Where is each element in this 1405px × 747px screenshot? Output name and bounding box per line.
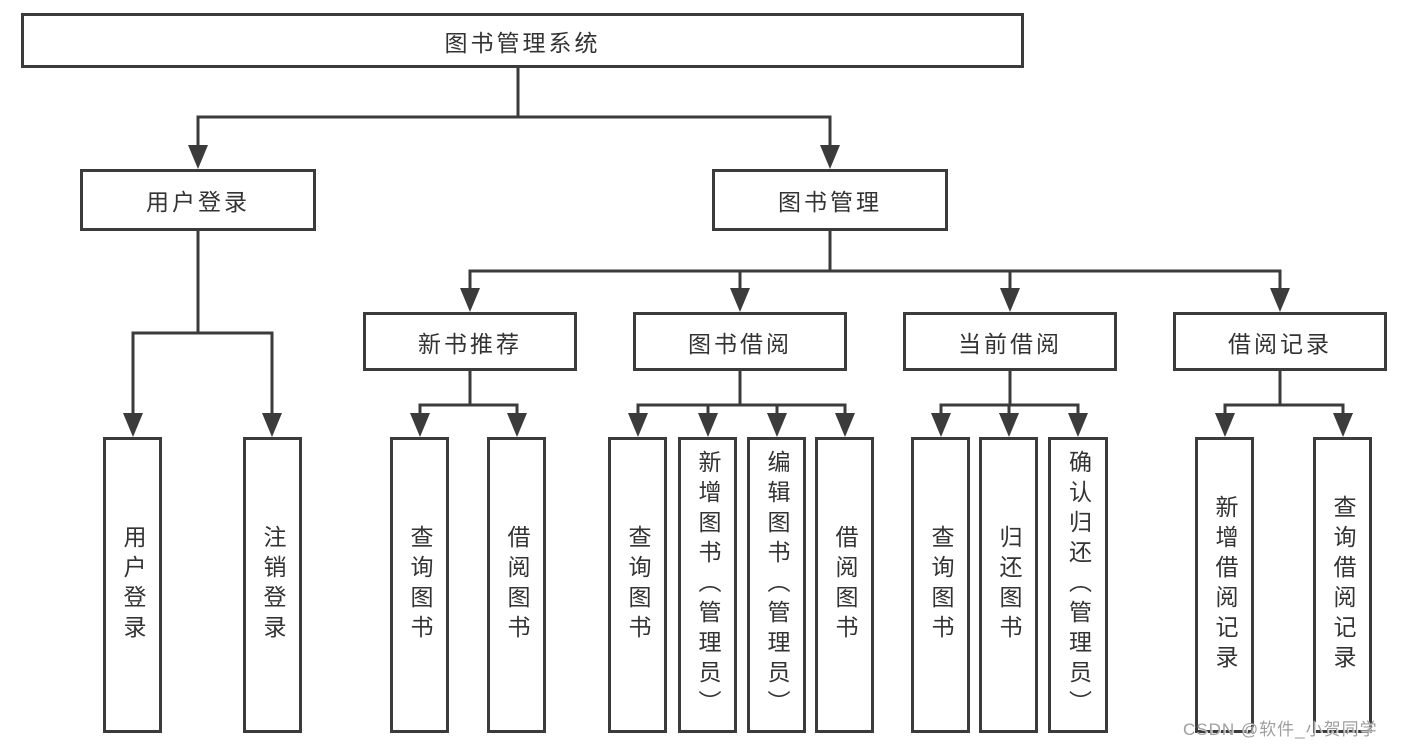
arrowhead-icons bbox=[123, 145, 1353, 437]
node-new-book-recommend: 新书推荐 bbox=[363, 312, 577, 371]
leaf-records-query-record: 查询借阅记录 bbox=[1313, 437, 1372, 733]
leaf-recommend-borrow-books: 借阅图书 bbox=[487, 437, 546, 733]
leaf-current-confirm-return-admin: 确认归还（管理员） bbox=[1048, 437, 1108, 733]
leaf-borrowing-add-books-admin: 新增图书（管理员） bbox=[678, 437, 737, 733]
node-user-login: 用户登录 bbox=[80, 169, 316, 231]
node-borrowing-records: 借阅记录 bbox=[1173, 312, 1387, 371]
leaf-borrowing-edit-books-admin: 编辑图书（管理员） bbox=[747, 437, 806, 733]
node-root: 图书管理系统 bbox=[21, 13, 1024, 68]
node-book-borrowing: 图书借阅 bbox=[633, 312, 847, 371]
leaf-logout-login: 注销登录 bbox=[243, 437, 302, 733]
leaf-recommend-query-books: 查询图书 bbox=[390, 437, 449, 733]
node-book-management: 图书管理 bbox=[712, 169, 948, 231]
leaf-current-query-books: 查询图书 bbox=[911, 437, 970, 733]
watermark: CSDN @软件_小贺同学 bbox=[1183, 720, 1378, 739]
node-current-borrowing: 当前借阅 bbox=[903, 312, 1117, 371]
leaf-borrowing-query-books: 查询图书 bbox=[608, 437, 667, 733]
leaf-user-login: 用户登录 bbox=[103, 437, 162, 733]
leaf-records-add-record: 新增借阅记录 bbox=[1195, 437, 1254, 733]
leaf-current-return-books: 归还图书 bbox=[979, 437, 1038, 733]
leaf-borrowing-borrow-books: 借阅图书 bbox=[815, 437, 874, 733]
